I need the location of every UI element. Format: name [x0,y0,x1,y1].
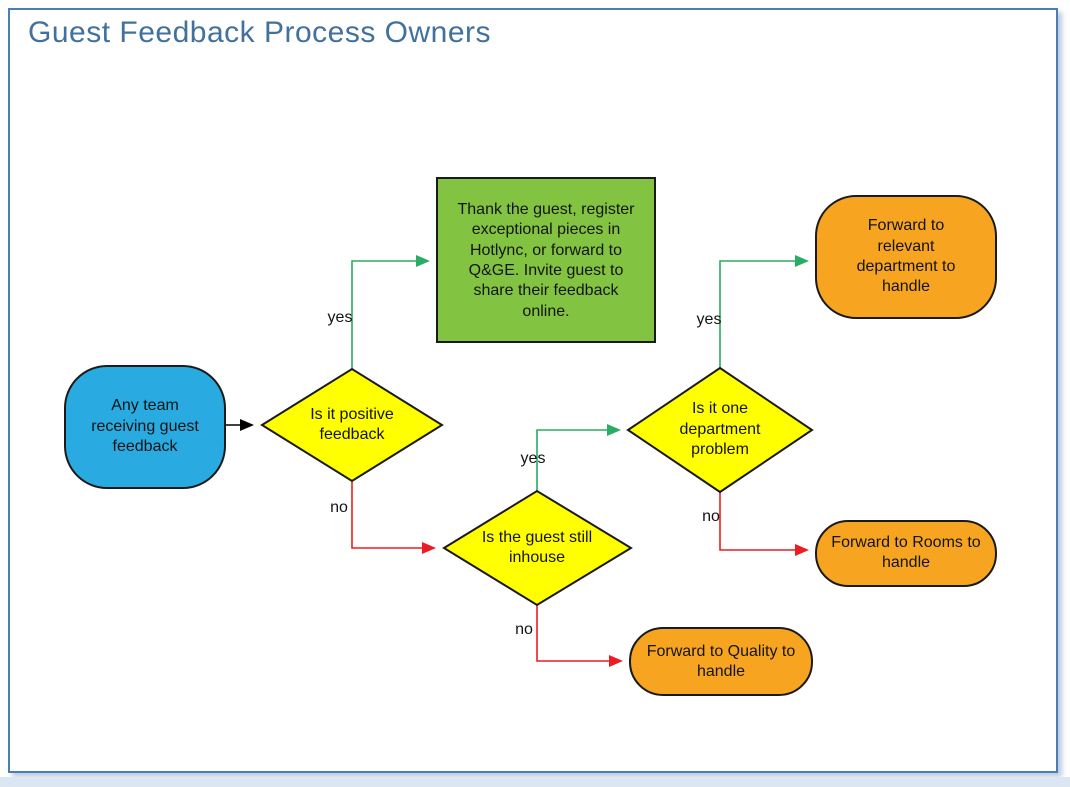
edge-yes-positive-to-process [351,255,430,369]
decision-positive-shape [260,367,444,483]
edge-yes-onedept-to-relevant [719,255,809,368]
decision-inhouse-shape [442,489,633,607]
decision-positive-label: Is it positive feedback [310,405,394,443]
terminal-relevant-shape [815,195,997,319]
edge-no-onedept-to-rooms [719,492,809,556]
terminal-rooms-label: Forward to Rooms to handle [831,533,981,571]
edge-label-yes-one-department: yes [696,311,722,328]
edge-label-yes-inhouse: yes [520,450,546,467]
decision-inhouse-label: Is the guest still inhouse [481,528,593,566]
terminal-quality-shape [629,627,813,696]
edge-label-no-one-department: no [702,508,720,525]
edge-label-no-positive: no [330,499,348,516]
edge-label-no-inhouse: no [515,621,533,638]
edge-no-positive-to-inhouse [351,481,436,554]
page-title: Guest Feedback Process Owners [28,16,492,49]
terminal-quality-label: Forward to Quality to handle [646,642,796,680]
start-node-label: Any team receiving guest feedback [91,397,199,456]
process-node-label: Thank the guest, register exceptional pi… [457,200,635,320]
edge-label-yes-positive: yes [327,309,353,326]
decision-one-department-shape [626,366,814,494]
terminal-relevant-label: Forward to relevant department to handle [856,217,956,296]
start-node-shape [64,365,226,489]
terminal-rooms-shape [815,520,997,587]
decision-one-department-label: Is it one department problem [679,400,761,459]
page-background-strip [0,777,1070,787]
edge-no-inhouse-to-quality [536,605,623,667]
edge-yes-inhouse-to-onedept [536,424,621,491]
process-node-shape [436,177,656,343]
